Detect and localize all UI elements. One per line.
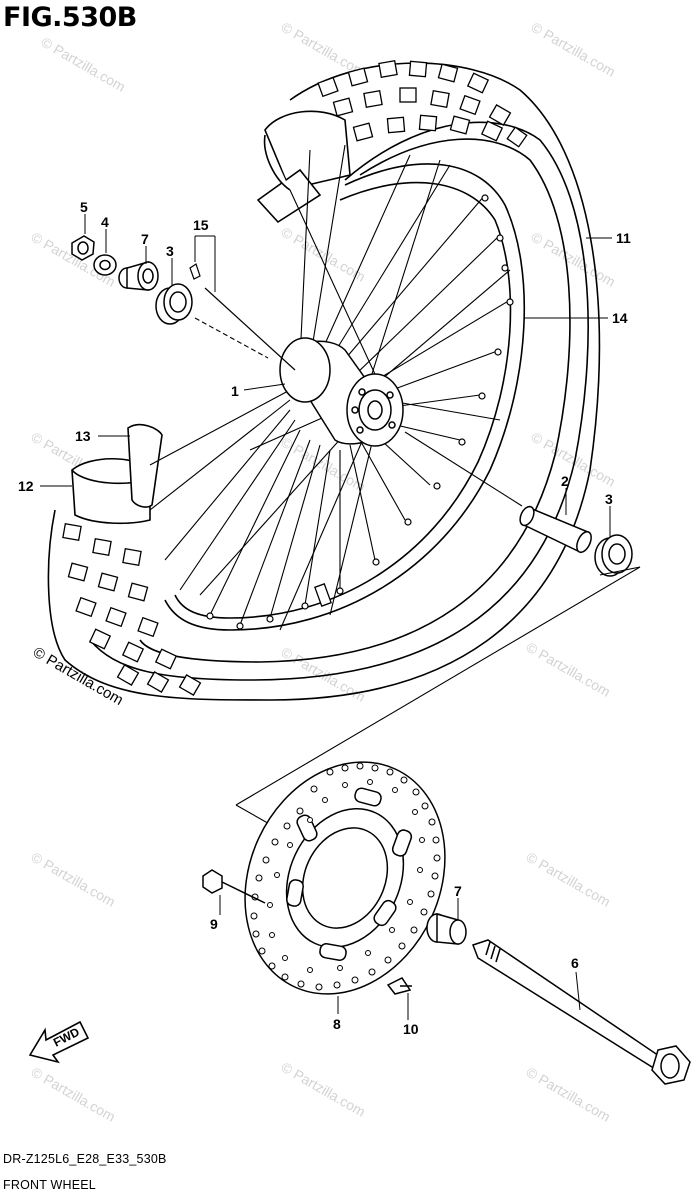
part-8-brake-disc [244,761,446,995]
hub [279,337,404,447]
tread-lugs-top [317,59,528,148]
part-3-bearing-top [155,283,193,325]
watermark: © Partzilla.com [29,1064,119,1125]
part-10-bolt [202,869,266,904]
watermark: © Partzilla.com [29,849,119,910]
watermark: © Partzilla.com [279,1059,369,1120]
leader-lines [40,214,612,1020]
callout-10: 9 [210,916,218,932]
callout-7-top: 7 [141,231,149,247]
part-6-nut [71,235,95,261]
part-9-screw [386,977,412,995]
watermark: © Partzilla.com [39,34,129,95]
spoke-nipples [206,194,514,630]
part-4-axle [472,939,691,1085]
part-7-spacer-bottom [426,913,467,945]
callout-14: 14 [612,310,628,326]
callout-3-top: 3 [166,243,174,259]
tube-cutaway-top [256,110,351,224]
part-2-spacer [519,505,592,554]
diagram-caption: FRONT WHEEL [3,1178,96,1192]
callout-4: 6 [571,955,579,971]
watermark: © Partzilla.com [524,849,614,910]
part-15-spoke [189,263,296,371]
callout-11: 11 [616,230,631,246]
valve-stem [314,583,332,607]
part-5-washer [93,254,117,276]
part-3-bearing-right [594,534,633,577]
watermark: © Partzilla.com [524,1064,614,1125]
callout-3-right: 3 [605,491,613,507]
brake-disc-holes [250,762,441,991]
figure-title: FIG.530B [3,2,137,33]
callout-12: 12 [18,478,34,494]
watermark: © Partzilla.com [279,644,369,705]
callout-15: 15 [193,217,209,233]
forward-arrow-icon: FWD [28,1020,90,1064]
rim-tape-13 [127,423,163,508]
tire [47,62,601,701]
callout-7-bottom: 7 [454,883,462,899]
callout-9: 10 [403,1021,419,1037]
callout-5: 4 [101,214,109,230]
callout-6: 5 [80,199,88,215]
watermark: © Partzilla.com [524,639,614,700]
tread-lugs-bottom [62,522,202,696]
part-7-spacer-top [118,261,159,291]
model-code: DR-Z125L6_E28_E33_530B [3,1152,167,1166]
callout-8: 8 [333,1016,341,1032]
callout-1: 1 [231,383,239,399]
callout-2: 2 [561,473,569,489]
callout-13: 13 [75,428,91,444]
watermark-dark: © Partzilla.com [30,644,126,709]
callout-numbers: 5 4 7 3 15 1 13 12 11 14 2 3 7 9 6 8 10 [18,199,631,1037]
spokes [149,144,511,631]
watermark: © Partzilla.com [529,429,619,490]
watermark: © Partzilla.com [529,19,619,80]
assembly-lines [194,317,641,831]
